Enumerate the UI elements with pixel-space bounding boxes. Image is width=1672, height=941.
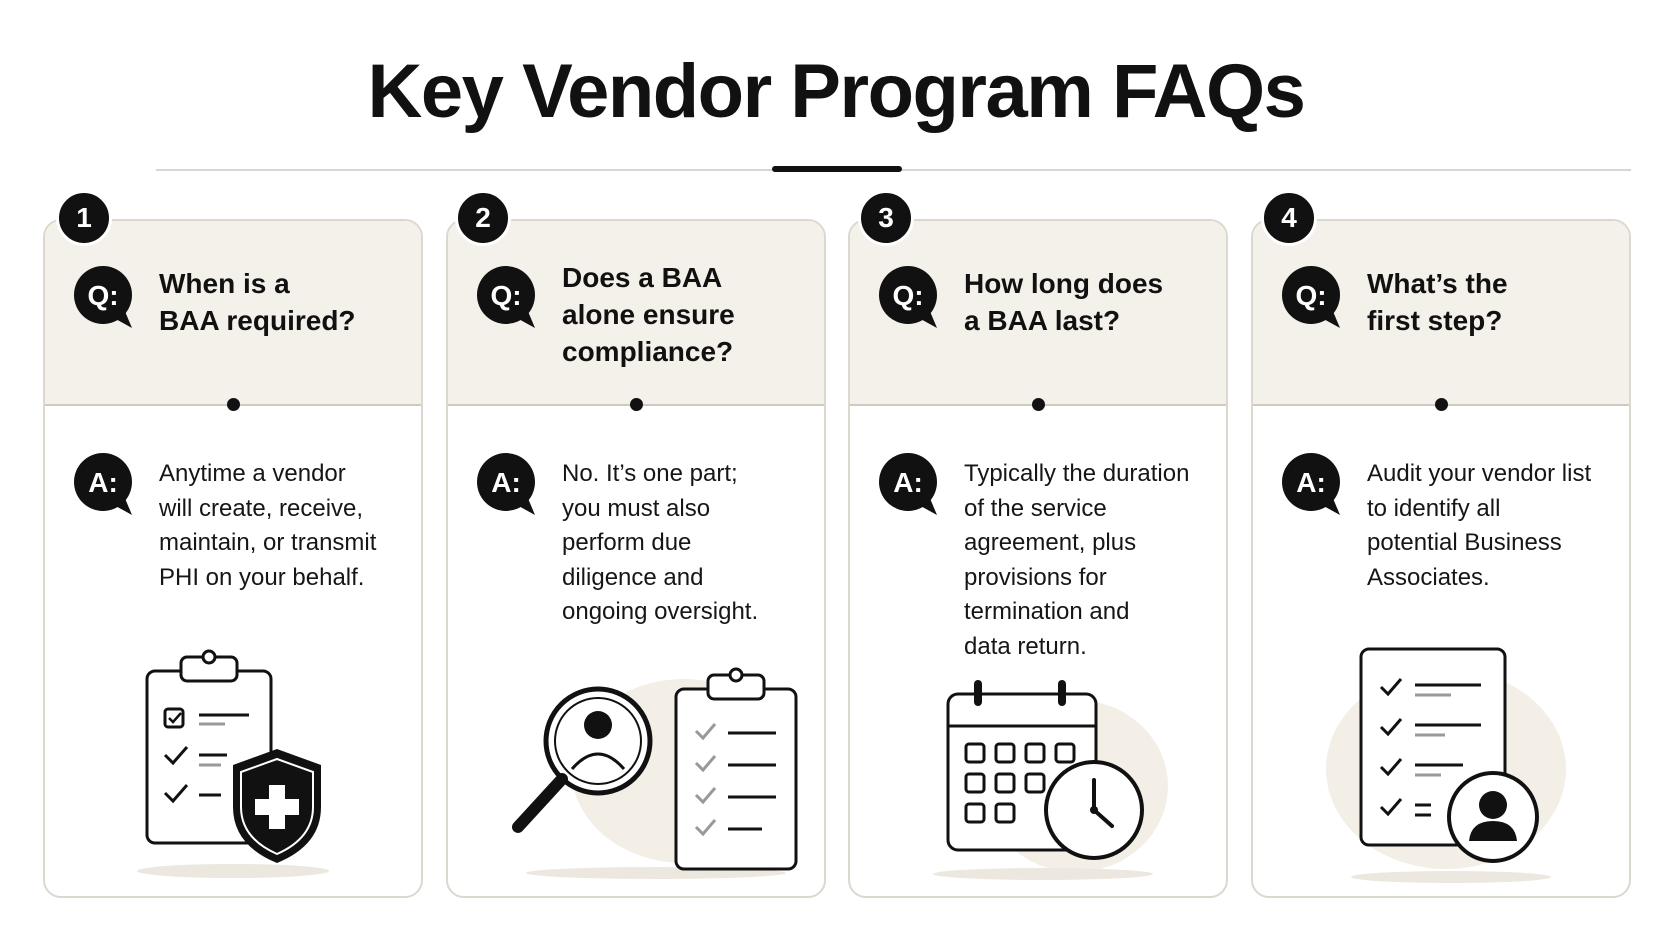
- faq-card-4: Q: What’s the first step? A: Audit your …: [1251, 219, 1631, 898]
- checklist-person-icon: [1326, 647, 1566, 883]
- faq-card-1: Q: When is a BAA required? A: Anytime a …: [43, 219, 423, 898]
- question-marker: Q:: [1295, 280, 1326, 311]
- question-marker: Q:: [490, 280, 521, 311]
- answer-text: Anytime a vendor will create, receive, m…: [159, 460, 377, 591]
- divider-dot: [1032, 398, 1045, 411]
- faq-card-3: Q: How long does a BAA last? A: Typicall…: [848, 219, 1228, 898]
- answer-bubble-icon: A:: [1280, 452, 1344, 516]
- answer-text: No. It’s one part; you must also perform…: [562, 460, 759, 625]
- answer-text: Audit your vendor list to identify all p…: [1367, 460, 1592, 591]
- question-marker: Q:: [87, 280, 118, 311]
- faq-card-2: Q: Does a BAA alone ensure compliance? A…: [446, 219, 826, 898]
- answer-marker: A:: [491, 467, 521, 498]
- question-marker: Q:: [892, 280, 923, 311]
- faq-number-badge: 1: [56, 190, 112, 246]
- title-divider-accent: [772, 166, 902, 172]
- question-text: What’s the first step?: [1367, 268, 1508, 336]
- answer-marker: A:: [893, 467, 923, 498]
- faq-number-badge: 3: [858, 190, 914, 246]
- calendar-clock-icon: [933, 680, 1168, 880]
- magnifier-checklist-icon: [512, 667, 798, 879]
- answer-bubble-icon: A:: [72, 452, 136, 516]
- page-title: Key Vendor Program FAQs: [367, 49, 1306, 134]
- question-bubble-icon: Q:: [475, 265, 539, 329]
- answer-marker: A:: [1296, 467, 1326, 498]
- clipboard-shield-icon: [137, 649, 329, 878]
- answer-bubble-icon: A:: [475, 452, 539, 516]
- divider-dot: [630, 398, 643, 411]
- answer-text: Typically the duration of the service ag…: [964, 460, 1190, 660]
- question-bubble-icon: Q:: [1280, 265, 1344, 329]
- answer-marker: A:: [88, 467, 118, 498]
- question-bubble-icon: Q:: [72, 265, 136, 329]
- question-text: How long does a BAA last?: [964, 268, 1164, 336]
- divider-dot: [1435, 398, 1448, 411]
- faq-number-badge: 2: [455, 190, 511, 246]
- divider-dot: [227, 398, 240, 411]
- faq-number-badge: 4: [1261, 190, 1317, 246]
- question-text: When is a BAA required?: [159, 268, 356, 336]
- question-text: Does a BAA alone ensure compliance?: [562, 262, 735, 367]
- question-bubble-icon: Q:: [877, 265, 941, 329]
- answer-bubble-icon: A:: [877, 452, 941, 516]
